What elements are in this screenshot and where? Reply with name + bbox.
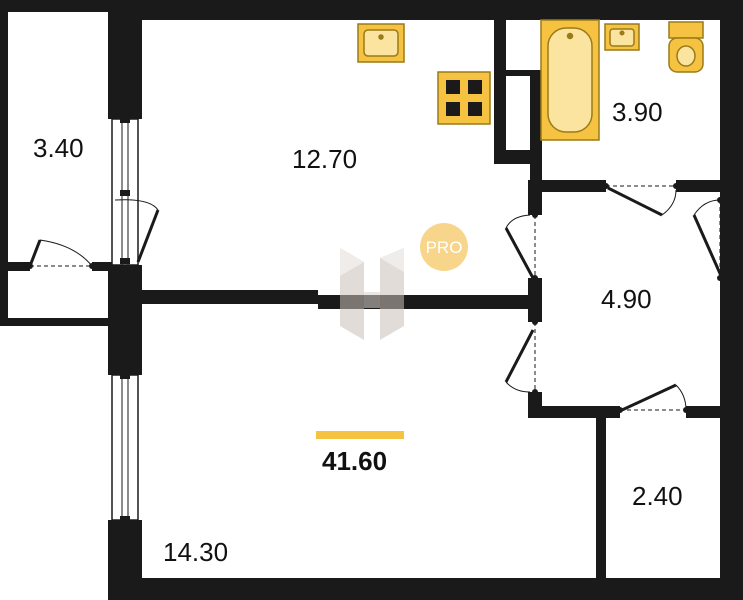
room-area-living: 14.30 <box>163 537 228 567</box>
toilet-icon <box>668 21 704 73</box>
total-area: 41.60 <box>322 446 387 476</box>
kitchen-sink-icon <box>357 23 405 63</box>
stove-icon <box>437 71 491 125</box>
room-area-balcony: 3.40 <box>33 133 84 163</box>
bathtub-icon <box>540 19 600 141</box>
window-hinges <box>120 117 130 522</box>
room-area-storage: 2.40 <box>632 481 683 511</box>
pro-badge-text: PRO <box>426 238 463 257</box>
room-area-kitchen: 12.70 <box>292 144 357 174</box>
bathroom-sink-icon <box>604 23 640 51</box>
room-area-bathroom: 3.90 <box>612 97 663 127</box>
pro-badge: PRO <box>420 223 468 271</box>
fixtures <box>357 19 704 141</box>
window-panes <box>121 119 129 520</box>
watermark-logo <box>340 248 404 340</box>
ventilation-shaft <box>506 76 530 150</box>
total-area-underline <box>316 431 404 439</box>
door-hinges <box>27 183 723 413</box>
room-area-hallway: 4.90 <box>601 284 652 314</box>
doors <box>28 185 724 412</box>
